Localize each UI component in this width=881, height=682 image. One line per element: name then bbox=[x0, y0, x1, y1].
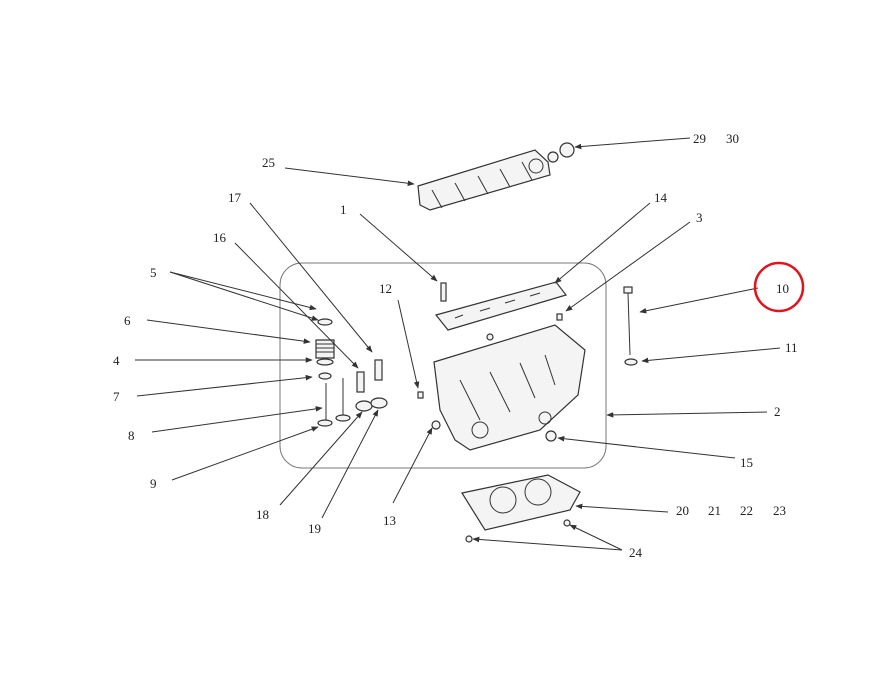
callout-2[interactable]: 2 bbox=[774, 404, 781, 419]
callout-16[interactable]: 16 bbox=[213, 230, 227, 245]
callout-15[interactable]: 15 bbox=[740, 455, 753, 470]
callout-labels: 25 29 30 17 1 14 3 16 5 12 10 6 4 11 7 2… bbox=[113, 131, 805, 560]
bolt-1[interactable] bbox=[440, 282, 447, 302]
bolt-washer[interactable] bbox=[624, 358, 638, 366]
oil-filler-cap[interactable] bbox=[559, 142, 575, 158]
valve-guide-2[interactable] bbox=[374, 359, 383, 381]
dowel-24b[interactable] bbox=[563, 519, 571, 527]
highlight-circle bbox=[753, 261, 805, 313]
camshaft-carrier[interactable] bbox=[434, 281, 568, 331]
leader-lines bbox=[135, 137, 781, 551]
callout-18[interactable]: 18 bbox=[256, 507, 269, 522]
valve-spring-assembly[interactable] bbox=[315, 318, 335, 380]
o-ring-15[interactable] bbox=[545, 430, 557, 442]
valve-seat-2[interactable] bbox=[370, 397, 388, 409]
callout-9[interactable]: 9 bbox=[150, 476, 157, 491]
head-bolt[interactable] bbox=[623, 286, 633, 356]
callout-14[interactable]: 14 bbox=[654, 190, 668, 205]
callout-8[interactable]: 8 bbox=[128, 428, 135, 443]
callout-25[interactable]: 25 bbox=[262, 155, 275, 170]
callout-3[interactable]: 3 bbox=[696, 210, 703, 225]
callout-12[interactable]: 12 bbox=[379, 281, 392, 296]
callout-4[interactable]: 4 bbox=[113, 353, 120, 368]
callout-22[interactable]: 22 bbox=[740, 503, 753, 518]
callout-23[interactable]: 23 bbox=[773, 503, 786, 518]
seal-13[interactable] bbox=[431, 420, 441, 430]
plug-14[interactable] bbox=[486, 333, 494, 341]
callout-30[interactable]: 30 bbox=[726, 131, 739, 146]
valve-cover[interactable] bbox=[417, 149, 551, 211]
callout-24[interactable]: 24 bbox=[629, 545, 643, 560]
callout-13[interactable]: 13 bbox=[383, 513, 396, 528]
callout-7[interactable]: 7 bbox=[113, 389, 120, 404]
callout-6[interactable]: 6 bbox=[124, 313, 131, 328]
plug-3[interactable] bbox=[556, 313, 563, 321]
valves[interactable] bbox=[317, 378, 351, 427]
callout-21[interactable]: 21 bbox=[708, 503, 721, 518]
subassembly-frame bbox=[279, 262, 607, 469]
callout-11[interactable]: 11 bbox=[785, 340, 798, 355]
oil-cap-seal[interactable] bbox=[547, 151, 559, 163]
valve-guide[interactable] bbox=[356, 371, 365, 393]
callout-19[interactable]: 19 bbox=[308, 521, 321, 536]
valve-seat[interactable] bbox=[355, 400, 373, 412]
callout-10[interactable]: 10 bbox=[776, 281, 789, 296]
dowel-24a[interactable] bbox=[465, 535, 473, 543]
head-gasket[interactable] bbox=[461, 474, 581, 531]
dowel-12[interactable] bbox=[417, 391, 424, 399]
callout-17[interactable]: 17 bbox=[228, 190, 242, 205]
callout-29[interactable]: 29 bbox=[693, 131, 706, 146]
cylinder-head[interactable] bbox=[433, 324, 586, 451]
callout-5[interactable]: 5 bbox=[150, 265, 157, 280]
callout-20[interactable]: 20 bbox=[676, 503, 689, 518]
callout-1[interactable]: 1 bbox=[340, 202, 347, 217]
